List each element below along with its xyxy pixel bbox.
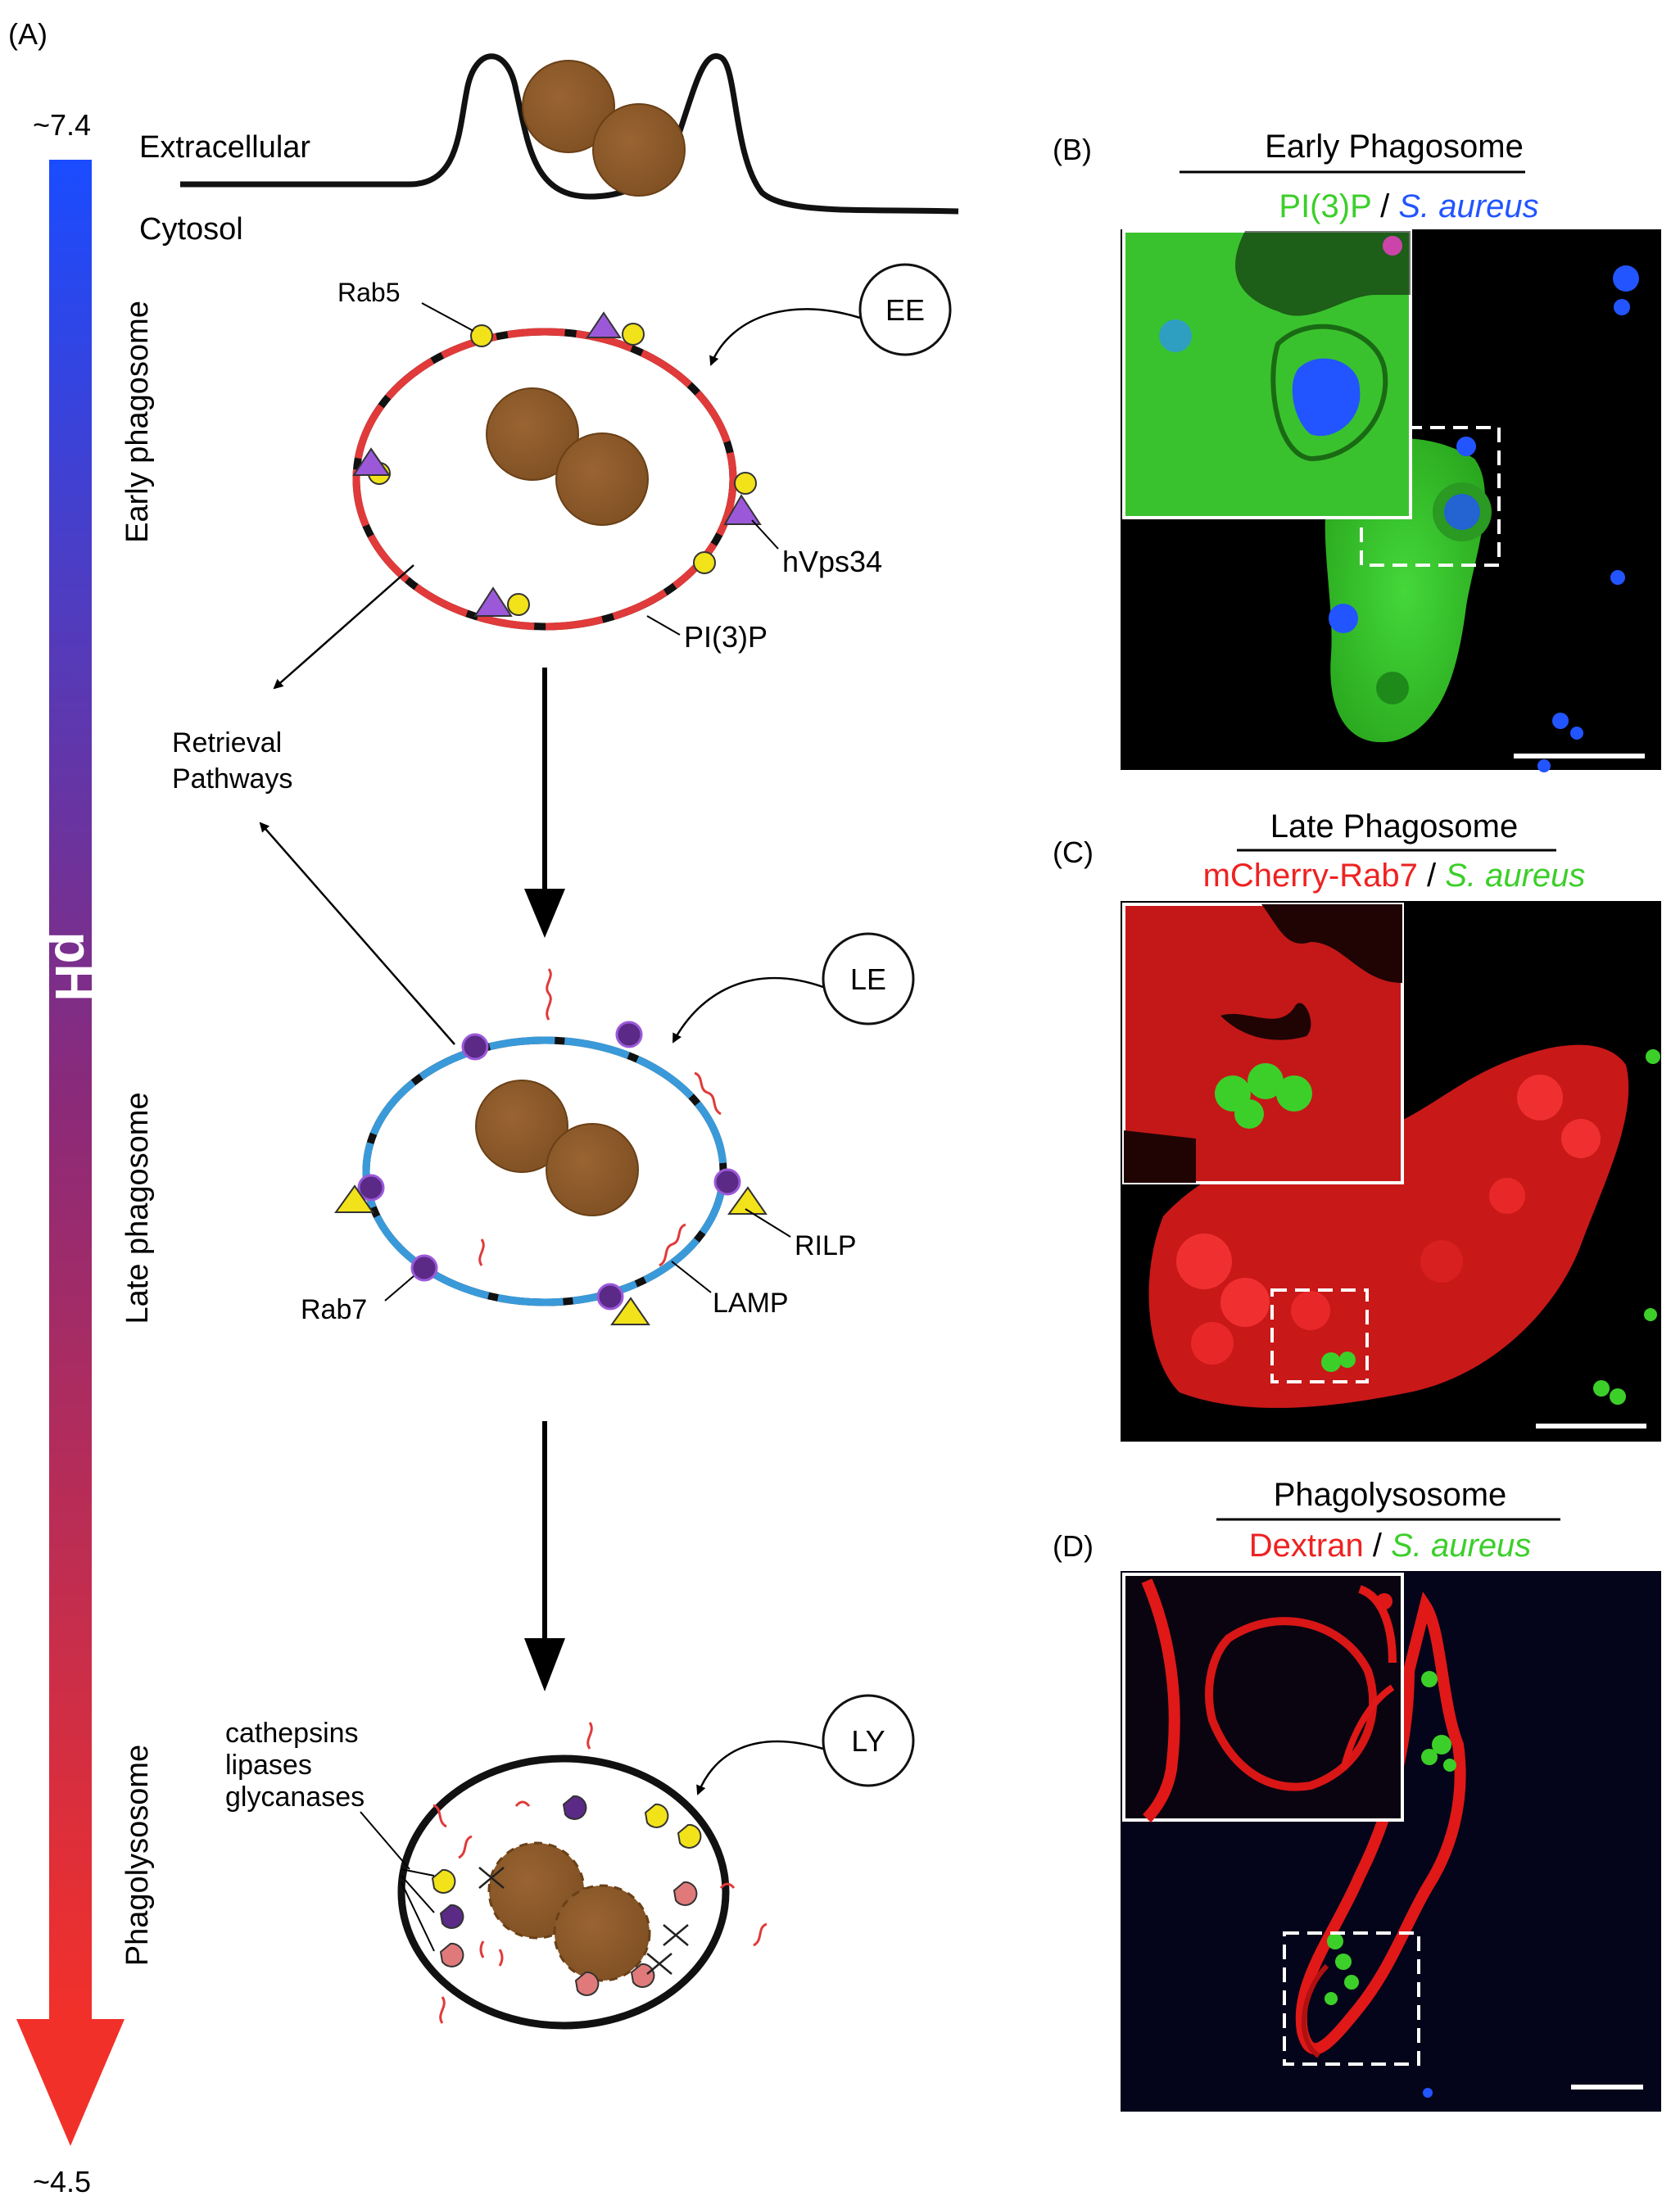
- flow-arrow-2: [524, 1421, 565, 1691]
- ly-pointer: [696, 1740, 824, 1795]
- ly-badge: [822, 1694, 915, 1787]
- le-badge-label: LE: [850, 962, 886, 996]
- ee-pointer: [709, 308, 861, 366]
- flow-arrow-1: [524, 668, 565, 938]
- stage-early-label: Early phagosome: [120, 301, 155, 543]
- retrieval-arrow-early: [273, 564, 414, 690]
- bacteria-entering: [522, 60, 686, 197]
- rilp-markers: [334, 1184, 768, 1325]
- ly-badge-label: LY: [851, 1724, 885, 1758]
- ph-top-value: ~7.4: [33, 108, 91, 142]
- hvps34-label: hVps34: [782, 545, 882, 578]
- pi3p-label: PI(3)P: [684, 620, 768, 654]
- panel-c-bacteria: S. aureus: [1445, 858, 1585, 894]
- enzyme-purple: [439, 1795, 587, 1929]
- extracellular-label: Extracellular: [139, 130, 310, 165]
- panel-b-marker: PI(3)P: [1279, 188, 1371, 224]
- phagolysosome: [397, 1722, 768, 2030]
- panel-b-channel-label: PI(3)P / S. aureus: [1279, 188, 1538, 224]
- lamp-markers: [478, 968, 722, 1267]
- scissors: [478, 1867, 689, 1975]
- ph-gradient-arrow: [16, 160, 125, 2146]
- enzyme-yellow: [431, 1803, 702, 1894]
- rab5-leader: [421, 302, 474, 332]
- stage-late-label: Late phagosome: [120, 1092, 155, 1324]
- rilp-leader: [745, 1208, 791, 1238]
- enzyme-label-cathepsins: cathepsins: [225, 1718, 359, 1749]
- late-phagosome: [334, 968, 768, 1325]
- panel-b-sep: /: [1371, 188, 1398, 224]
- panel-c-sep: /: [1418, 858, 1445, 894]
- le-badge: [822, 932, 915, 1026]
- stage-phagolysosome-label: Phagolysosome: [120, 1745, 155, 1966]
- ph-label: pH: [44, 931, 103, 1001]
- rab7-label: Rab7: [301, 1294, 367, 1325]
- enzyme-leaders: [360, 1811, 435, 1952]
- panel-b-bacteria: S. aureus: [1398, 188, 1538, 224]
- micrograph-d: [1121, 1571, 1661, 2112]
- hvps34-leader: [751, 519, 779, 550]
- panel-c-title: Late Phagosome: [1270, 808, 1518, 844]
- pi3p-leader: [646, 615, 681, 636]
- rab7-markers: [357, 1021, 741, 1311]
- lamp-label: LAMP: [713, 1288, 789, 1319]
- rab5-label: Rab5: [337, 278, 401, 307]
- panel-c-channel-label: mCherry-Rab7 / S. aureus: [1203, 858, 1586, 894]
- panel-b-letter: (B): [1053, 133, 1092, 166]
- lamp-leader: [671, 1261, 712, 1293]
- panel-d-title: Phagolysosome: [1274, 1477, 1507, 1513]
- early-phagosome: [352, 311, 762, 631]
- micrograph-b: [1121, 229, 1661, 772]
- panel-b-title: Early Phagosome: [1265, 129, 1524, 165]
- panel-d-marker: Dextran: [1249, 1528, 1364, 1564]
- ee-badge-label: EE: [885, 293, 925, 327]
- panel-c-marker: mCherry-Rab7: [1203, 858, 1418, 894]
- enzyme-pink: [439, 1881, 698, 1996]
- panel-d-channel-label: Dextran / S. aureus: [1249, 1528, 1532, 1564]
- enzyme-label-glycanases: glycanases: [225, 1782, 365, 1813]
- panel-a-letter: (A): [8, 17, 48, 51]
- retrieval-label-line1: Retrieval: [172, 727, 282, 758]
- cytosol-label: Cytosol: [139, 212, 243, 247]
- hvps34-markers: [352, 311, 762, 617]
- ph-bottom-value: ~4.5: [33, 2165, 91, 2198]
- panel-d-sep: /: [1364, 1528, 1391, 1564]
- le-pointer: [672, 976, 824, 1044]
- panel-d-letter: (D): [1053, 1529, 1094, 1563]
- rab7-leader: [384, 1275, 414, 1302]
- micrograph-c: [1121, 901, 1661, 1442]
- rilp-label: RILP: [795, 1230, 857, 1261]
- membrane-fragments: [432, 1722, 768, 2024]
- ee-badge: [858, 263, 952, 356]
- retrieval-arrow-late: [259, 822, 455, 1045]
- panel-d-bacteria: S. aureus: [1391, 1528, 1531, 1564]
- panel-c-letter: (C): [1053, 835, 1094, 869]
- enzyme-label-lipases: lipases: [225, 1750, 312, 1781]
- retrieval-label-line2: Pathways: [172, 763, 292, 795]
